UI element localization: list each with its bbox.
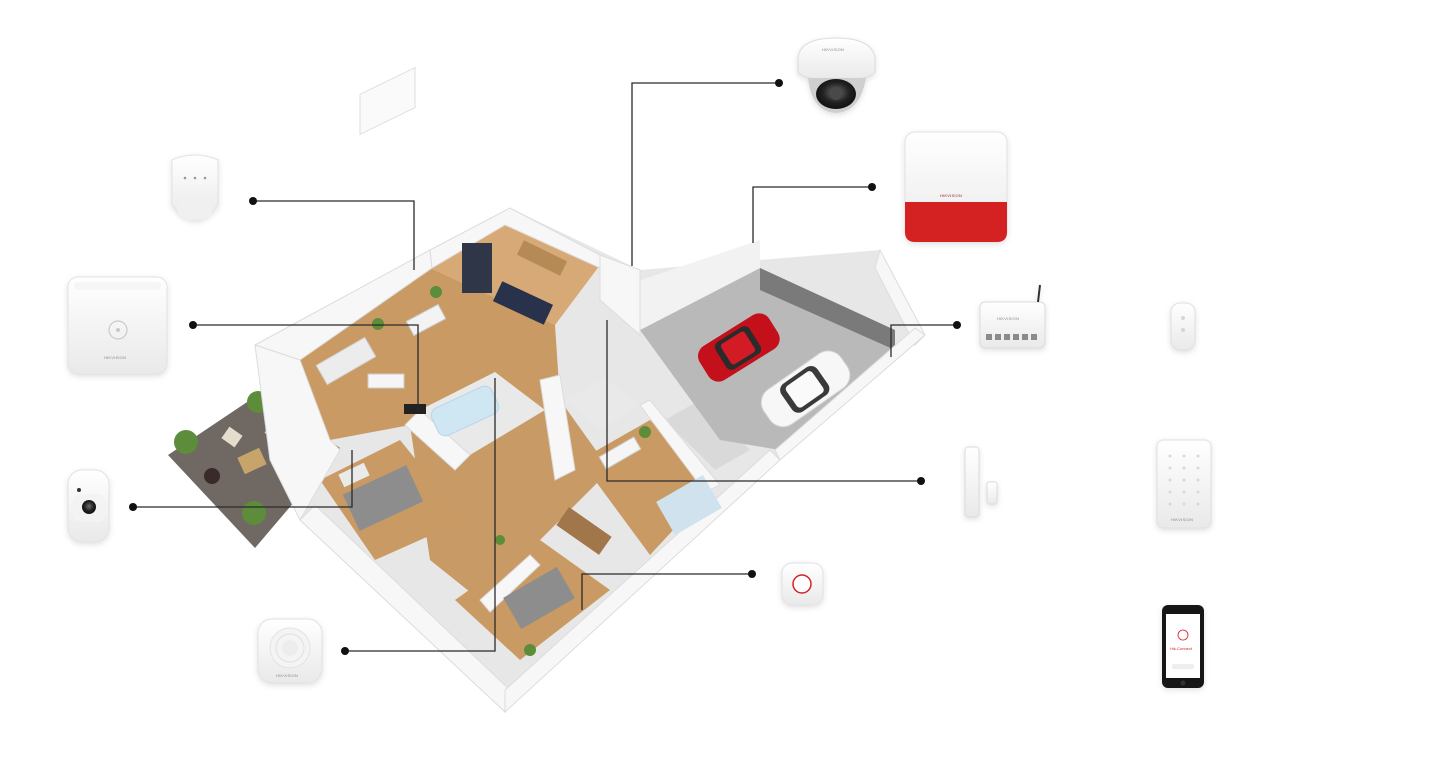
hub-brand-label: HIKVISION xyxy=(104,355,126,360)
relay-brand-label: HIKVISION xyxy=(997,316,1019,321)
connector-dot xyxy=(129,503,137,511)
connector-dot xyxy=(249,197,257,205)
plant xyxy=(430,286,442,298)
siren-brand-label: HIKVISION xyxy=(276,673,298,678)
connector-dot xyxy=(953,321,961,329)
bed-bedroom1 xyxy=(342,465,424,531)
connector-control-panel xyxy=(193,324,419,412)
connector-dot xyxy=(341,647,349,655)
door-contact-icon xyxy=(964,446,998,518)
kitchen-counter xyxy=(516,240,568,276)
connector-door-contact xyxy=(606,320,921,482)
connector-relay-module xyxy=(890,324,957,357)
patio-chair xyxy=(221,426,243,448)
garage-wall xyxy=(635,240,760,330)
bed-bedroom2 xyxy=(656,475,722,535)
bed-bedroom3 xyxy=(503,566,575,630)
bathroom2-floor xyxy=(565,378,640,430)
sofa xyxy=(315,336,377,386)
wall-segment xyxy=(504,449,781,714)
plant xyxy=(372,318,384,330)
connector-lines xyxy=(133,82,957,652)
connector-dots xyxy=(129,79,961,655)
relay-module-icon: HIKVISION xyxy=(979,284,1046,349)
house-floor-plan xyxy=(168,66,926,714)
outdoor-siren-brand-label: HIKVISION xyxy=(940,193,962,198)
coffee-table xyxy=(367,373,405,389)
plant xyxy=(495,535,505,545)
wall-segment xyxy=(404,409,471,471)
connector-dot xyxy=(917,477,925,485)
white-car xyxy=(760,350,851,428)
kitchen-cabinet xyxy=(462,243,492,293)
dome-camera-icon: HIKVISION xyxy=(797,37,876,113)
connector-dot xyxy=(868,183,876,191)
garden-plant xyxy=(174,430,198,454)
garage-door xyxy=(760,268,895,350)
hub-icon: HIKVISION xyxy=(67,276,168,375)
connector-pir-camera xyxy=(133,450,353,508)
wall-segment xyxy=(774,327,926,461)
utility-floor xyxy=(665,400,750,470)
wall-segment xyxy=(599,254,641,337)
patio-table xyxy=(237,447,267,475)
connector-dot xyxy=(775,79,783,87)
panic-button-icon xyxy=(781,562,824,606)
pir-detector-icon xyxy=(171,154,219,221)
connector-outdoor-siren xyxy=(752,186,872,243)
smartphone-icon: Hik-Connect xyxy=(1162,605,1204,688)
wall-segment xyxy=(874,248,926,346)
patio-grill xyxy=(204,468,220,484)
bookshelf xyxy=(556,507,612,555)
pir-camera-icon xyxy=(67,469,110,543)
connector-pir-detector xyxy=(253,200,415,270)
plant xyxy=(524,644,536,656)
dining-table xyxy=(405,303,447,337)
plant xyxy=(639,426,651,438)
wall-segment xyxy=(539,374,576,481)
keypad-icon: HIKVISION xyxy=(1156,439,1212,529)
tv xyxy=(404,404,426,414)
garden-plant xyxy=(242,501,266,525)
indoor-siren-icon: HIKVISION xyxy=(257,618,323,684)
pillow xyxy=(338,462,370,488)
connector-dome-camera xyxy=(631,82,779,266)
red-car xyxy=(698,313,780,382)
camera-brand-label: HIKVISION xyxy=(822,47,844,52)
app-title: Hik-Connect xyxy=(1170,646,1193,651)
kitchen-island xyxy=(492,281,554,325)
key-fob-icon xyxy=(1170,302,1196,351)
outdoor-siren-icon: HIKVISION xyxy=(904,131,1008,243)
desk xyxy=(598,436,642,470)
walls xyxy=(253,207,926,714)
wall-segment xyxy=(254,344,341,522)
keypad-brand-label: HIKVISION xyxy=(1171,517,1193,522)
connector-dot xyxy=(748,570,756,578)
connector-indoor-siren xyxy=(345,378,496,652)
connector-dot xyxy=(189,321,197,329)
connector-emergency-button xyxy=(581,573,752,610)
wall-segment xyxy=(639,399,721,493)
window-frame xyxy=(359,66,416,136)
